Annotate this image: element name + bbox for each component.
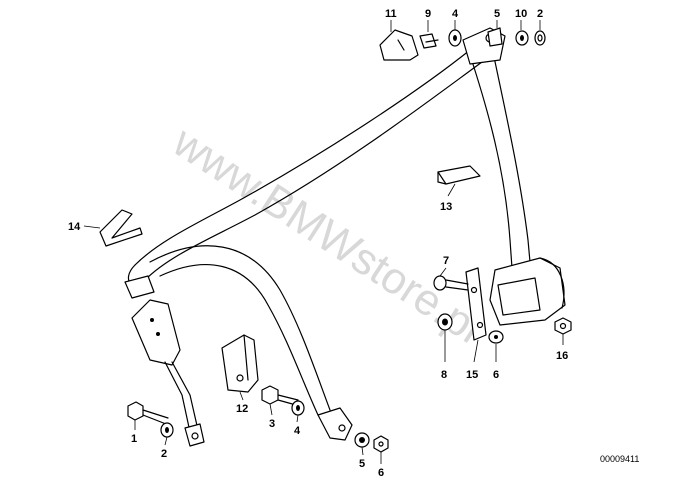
bolt-part-3 [261,385,299,406]
washer-part-2-bottom [160,422,174,438]
retractor-assembly [489,257,566,326]
callout-8: 8 [441,369,447,381]
callout-5-top: 5 [494,8,500,20]
bolt-part-1 [127,401,169,425]
spacer-part-5-top [487,27,503,47]
callout-11: 11 [385,8,397,20]
belt-webbing-vertical [469,51,531,269]
callout-7: 7 [443,255,449,267]
cover-part-12 [221,334,259,393]
nut-part-16 [554,317,572,335]
callout-2-bottom: 2 [161,448,167,460]
callout-4-bottom: 4 [294,425,301,437]
latch-plate [124,275,155,299]
nut-part-10 [515,30,529,46]
spacer-part-5-bottom [354,432,370,448]
leader-lines [83,20,564,464]
washer-part-4-top [448,29,462,47]
bolt-part-7 [433,275,469,291]
nut-part-6-bottom [373,435,389,453]
cover-cap-part-11 [379,29,419,61]
callout-12: 12 [236,403,248,415]
callout-15: 15 [466,369,478,381]
callout-1: 1 [131,433,137,445]
callout-14: 14 [68,221,81,233]
washer-part-8 [437,313,453,331]
washer-part-6-right [488,330,504,344]
callout-6-bottom: 6 [378,467,384,479]
diagram-reference-number: 00009411 [600,454,639,464]
callout-6-right: 6 [493,369,499,381]
callout-16: 16 [556,350,568,362]
washer-part-4-bottom [291,400,305,416]
callout-3: 3 [269,418,275,430]
callout-9: 9 [425,8,431,20]
clip-part-13 [437,165,481,185]
callout-10: 10 [515,8,527,20]
belt-guide-part-14 [99,209,143,247]
washer-part-2-top [534,30,546,46]
callout-4-top: 4 [452,8,459,20]
callout-13: 13 [440,201,452,213]
callout-5-bottom: 5 [359,458,365,470]
belt-webbing-lap [149,245,353,441]
callout-2-top: 2 [537,8,543,20]
buckle-body [131,299,205,447]
bolt-part-9 [419,33,439,49]
bracket-part-15 [465,267,487,341]
callouts: 11 9 4 5 10 2 13 14 7 8 15 6 16 1 2 12 3… [68,8,568,479]
